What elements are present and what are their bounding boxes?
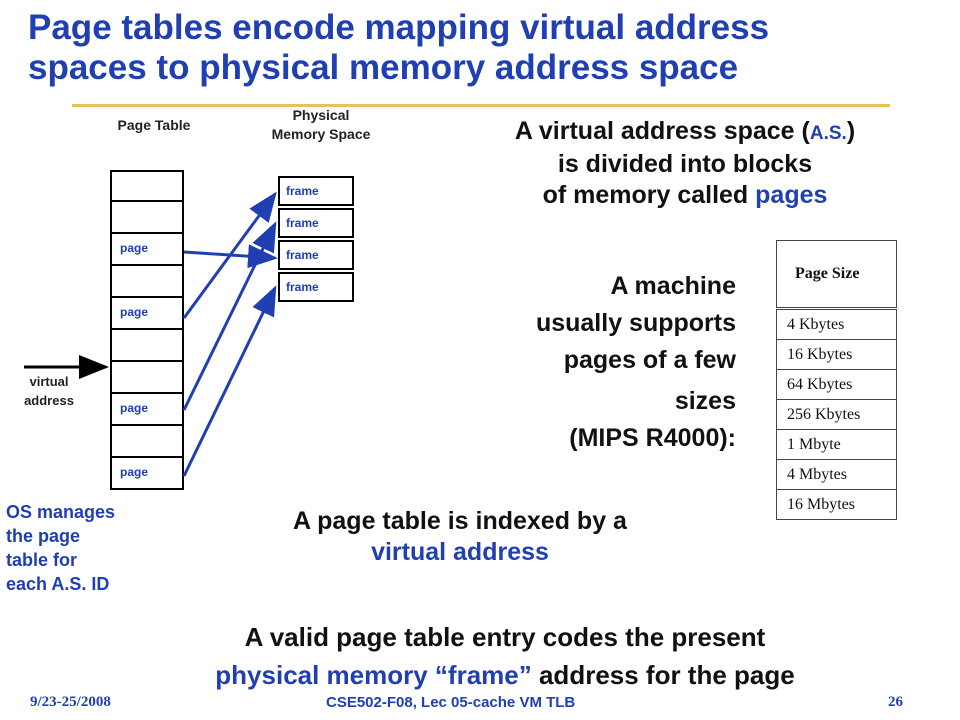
valid-entry-text: A valid page table entry codes the prese… [90, 618, 920, 694]
as-line-2: is divided into blocks [557, 150, 813, 178]
machine-line: pages of a few [563, 346, 736, 374]
machine-line: (MIPS R4000): [569, 424, 736, 452]
index-text: A page table is indexed by a virtual add… [190, 506, 730, 568]
physical-memory-label: Physical Memory Space [246, 106, 396, 144]
page-table-entry: page [110, 456, 184, 490]
page-size-row: 64 Kbytes [776, 369, 897, 400]
virtual-label-line-2: address [24, 393, 74, 408]
title-underline [72, 104, 890, 107]
machine-line: usually supports [535, 309, 736, 337]
as-post: ) [846, 117, 856, 145]
as-abbrev: A.S. [809, 123, 847, 144]
physical-frame: frame [278, 240, 354, 270]
virtual-label-line-1: virtual [29, 374, 69, 389]
index-line-2: virtual address [371, 538, 549, 566]
address-space-text: A virtual address space (A.S.) is divide… [450, 116, 920, 211]
arrow-page-2 [182, 191, 277, 319]
valid-frame-em: physical memory “frame” [215, 660, 532, 690]
valid-line-1: A valid page table entry codes the prese… [244, 622, 766, 652]
as-line-1: A virtual address space (A.S.) [450, 116, 920, 149]
as-pre: A virtual address space ( [514, 117, 810, 145]
arrow-page-4 [182, 285, 277, 477]
machine-line: A machine [610, 272, 736, 300]
footer-page-number: 26 [888, 694, 903, 710]
as-pages-em: pages [755, 181, 828, 209]
as-line-3: of memory called pages [450, 180, 920, 211]
page-size-row: 1 Mbyte [776, 429, 897, 460]
physical-frame: frame [278, 208, 354, 238]
machine-text: A machine usually supports pages of a few s… [420, 268, 736, 457]
valid-line-2: physical memory “frame” address for the … [90, 656, 920, 694]
page-size-header: Page Size [776, 240, 897, 310]
page-size-row: 256 Kbytes [776, 399, 897, 430]
page-size-row: 4 Mbytes [776, 459, 897, 490]
physical-frame: frame [278, 176, 354, 206]
index-line-1: A page table is indexed by a [293, 507, 627, 535]
title-line-2: spaces to physical memory address space [28, 48, 739, 87]
as-line-3-pre: of memory called [542, 181, 756, 209]
page-size-row: 16 Mbytes [776, 489, 897, 520]
page-table-label: Page Table [117, 117, 191, 133]
valid-line-2-rest: address for the page [531, 660, 795, 690]
footer-date: 9/23-25/2008 [30, 694, 111, 710]
slide-title: Page tables encode mapping virtual addre… [28, 8, 948, 88]
page-size-row: 16 Kbytes [776, 339, 897, 370]
physical-label-line-2: Memory Space [271, 126, 371, 142]
footer-course: CSE502-F08, Lec 05-cache VM TLB [326, 694, 576, 711]
page-size-row: 4 Kbytes [776, 308, 897, 340]
physical-label-line-1: Physical [292, 107, 350, 123]
title-line-1: Page tables encode mapping virtual addre… [28, 8, 770, 47]
arrow-page-3 [182, 221, 277, 411]
physical-frame: frame [278, 272, 354, 302]
os-note: OS manages the page table for each A.S. … [6, 502, 116, 594]
virtual-address-label: virtual address [14, 372, 84, 410]
machine-line: sizes [674, 387, 736, 415]
